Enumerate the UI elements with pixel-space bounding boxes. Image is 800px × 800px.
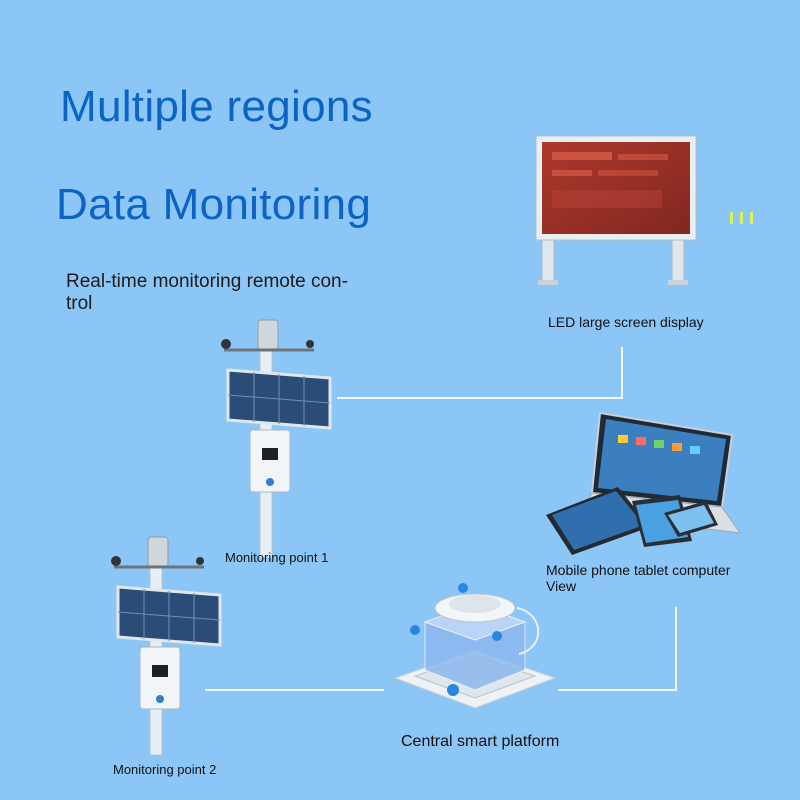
label-central-platform: Central smart platform xyxy=(401,733,560,750)
connector-platform-mobile xyxy=(558,607,677,691)
weather-station-2-illustration xyxy=(111,536,222,755)
label-mobile-view: Mobile phone tablet computer View xyxy=(546,562,731,594)
weather-station-1-illustration xyxy=(221,319,332,558)
central-platform-illustration xyxy=(393,583,557,709)
label-monitoring-point-2: Monitoring point 2 xyxy=(113,762,217,777)
heading-line-2: Data Monitoring xyxy=(56,180,372,229)
led-screen-illustration xyxy=(535,135,753,285)
label-led-display: LED large screen display xyxy=(548,314,704,330)
label-monitoring-point-1: Monitoring point 1 xyxy=(225,550,329,565)
connector-point1-led xyxy=(337,347,623,399)
subtitle: Real-time monitoring remote con- trol xyxy=(66,271,348,314)
devices-illustration xyxy=(546,411,742,555)
heading-line-1: Multiple regions xyxy=(60,82,373,131)
